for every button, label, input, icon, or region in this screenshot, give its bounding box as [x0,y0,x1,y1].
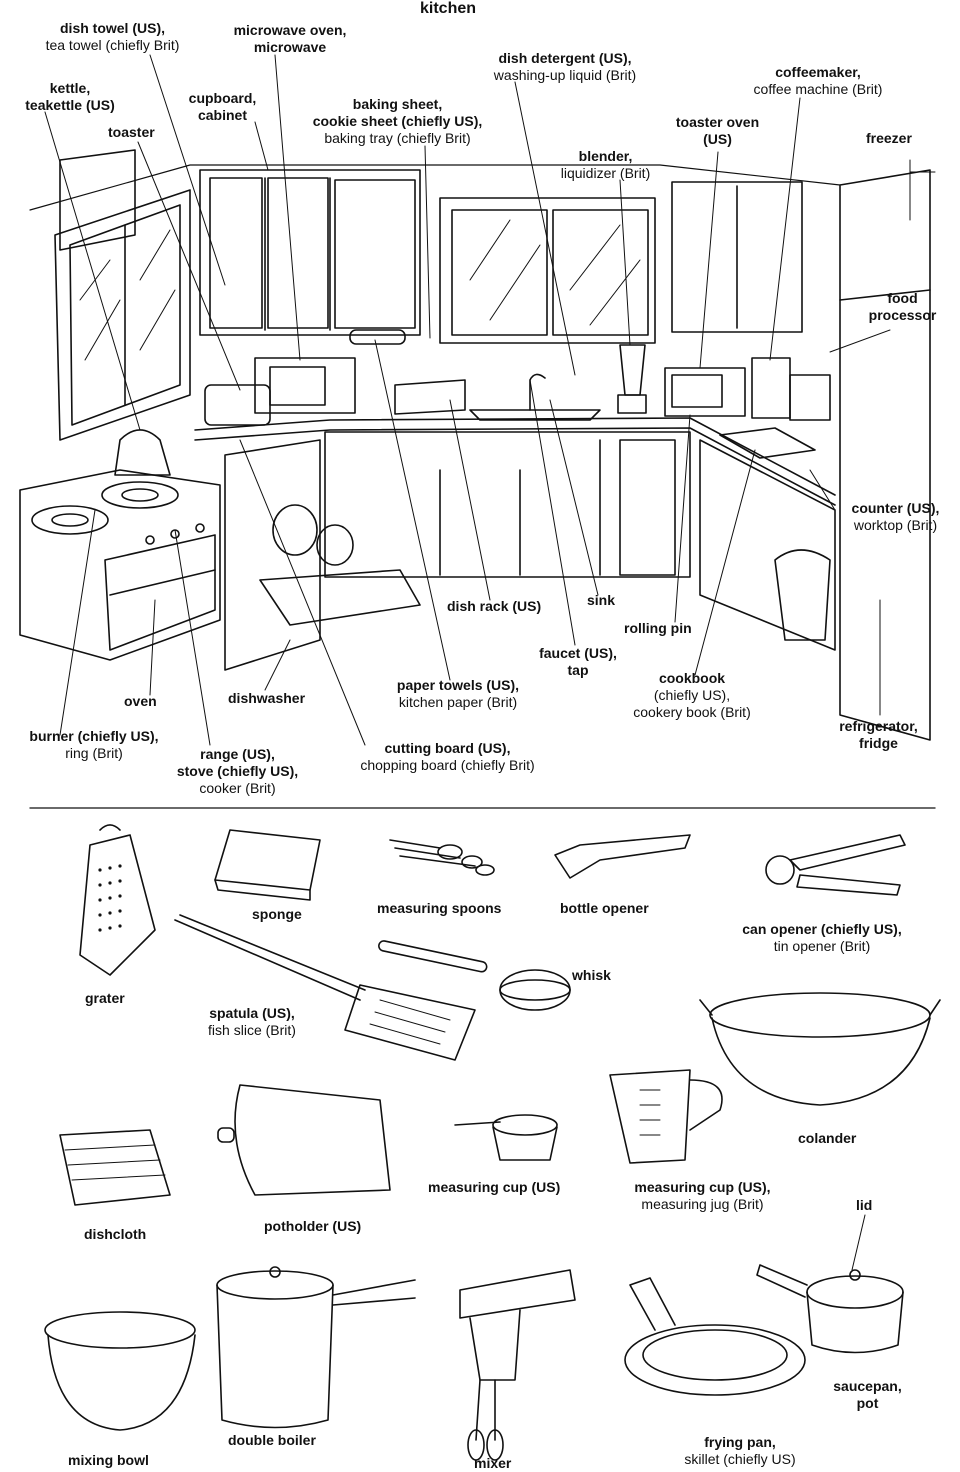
label-saucepan: saucepan, pot [833,1378,902,1411]
label-mixing-bowl: mixing bowl [68,1452,149,1468]
label-spatula: spatula (US), fish slice (Brit) [208,1005,296,1038]
range-drawing [19,469,221,661]
lower-cabinets [324,431,836,651]
dishcloth-drawing [59,1129,171,1206]
label-potholder: potholder (US) [264,1218,362,1234]
potholder-drawing [234,1084,391,1196]
label-blender: blender, liquidizer (Brit) [560,148,651,181]
bottle-opener-drawing [554,834,691,879]
label-cupboard: cupboard, cabinet [188,90,257,123]
can-opener-drawing [765,834,906,896]
whisk-drawing [378,940,571,1011]
label-food-processor: food processor [868,290,937,323]
label-toaster: toaster [108,124,155,140]
label-whisk: whisk [572,967,611,983]
label-baking-sheet: baking sheet, cookie sheet (chiefly US),… [312,96,483,146]
label-frying-pan: frying pan, skillet (chiefly US) [684,1434,796,1467]
label-kettle: kettle, teakettle (US) [25,80,115,113]
page-title: kitchen [420,0,477,17]
dishwasher-drawing [224,439,421,671]
sponge-drawing [214,829,321,891]
label-measuring-jug: measuring cup (US), measuring jug (Brit) [634,1179,771,1212]
mixing-bowl-drawing [44,1311,196,1431]
label-lid: lid [856,1197,873,1213]
label-dishcloth: dishcloth [84,1226,147,1242]
saucepan-drawing [756,1214,904,1354]
label-dish-rack: dish rack (US) [447,598,542,614]
label-dish-towel: dish towel (US), tea towel (chiefly Brit… [45,20,180,53]
label-mixer: mixer [474,1455,512,1471]
label-toaster-oven: toaster oven (US) [675,114,760,147]
label-paper-towels: paper towels (US), kitchen paper (Brit) [396,677,520,710]
label-sponge: sponge [252,906,302,922]
frying-pan-drawing [624,1277,806,1396]
label-oven: oven [124,693,157,709]
label-dishwasher: dishwasher [228,690,306,706]
center-window [439,197,656,344]
utensils [44,824,941,1461]
spatula-drawing [174,914,476,1061]
label-measuring-cup: measuring cup (US) [428,1179,561,1195]
label-range: range (US), stove (chiefly US), cooker (… [176,746,299,796]
label-cookbook: cookbook (chiefly US), cookery book (Bri… [633,670,751,720]
measuring-spoons-drawing [389,839,495,876]
label-dish-detergent: dish detergent (US), washing-up liquid (… [493,50,637,83]
double-boiler-drawing [216,1266,416,1429]
label-rolling-pin: rolling pin [624,620,692,636]
measuring-jug-drawing [609,1069,723,1164]
label-counter: counter (US), worktop (Brit) [851,500,940,533]
label-colander: colander [798,1130,857,1146]
label-microwave: microwave oven, microwave [233,22,347,55]
label-bottle-opener: bottle opener [560,900,649,916]
label-burner: burner (chiefly US), ring (Brit) [29,728,159,761]
label-freezer: freezer [866,130,912,146]
kitchen-scene [19,54,936,746]
label-cutting-board: cutting board (US), chopping board (chie… [360,740,535,773]
left-window [54,189,191,441]
label-can-opener: can opener (chiefly US), tin opener (Bri… [742,921,902,954]
label-grater: grater [85,990,125,1006]
label-faucet: faucet (US), tap [539,645,617,678]
grater-drawing [79,824,156,976]
label-sink: sink [587,592,616,608]
upper-cabinets [199,169,421,336]
label-double-boiler: double boiler [228,1432,316,1448]
label-refrigerator: refrigerator, fridge [839,718,918,751]
label-measuring-spoons: measuring spoons [377,900,502,916]
mixer-drawing [459,1269,576,1461]
measuring-cup-drawing [454,1114,558,1161]
refrigerator-drawing [839,169,931,741]
colander-drawing [699,992,941,1106]
label-coffeemaker: coffeemaker, coffee machine (Brit) [753,64,883,97]
